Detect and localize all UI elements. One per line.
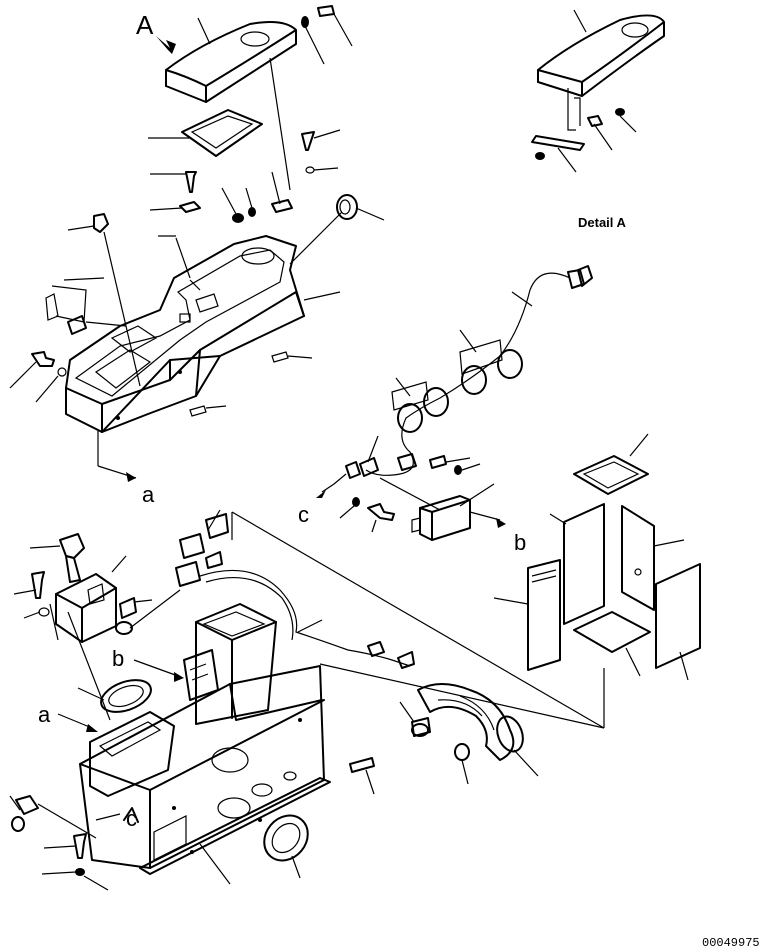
lower-console-body: [79, 603, 331, 885]
lower-left-hardware: [9, 795, 109, 891]
ref-c-mid-label: c: [298, 502, 309, 527]
cup-holder-ring: [289, 194, 385, 265]
view-a-indicator: A: [136, 10, 176, 54]
ref-labels-lower: b a c: [38, 646, 184, 831]
upper-console-caps: [9, 213, 313, 417]
armrest-top-cover: [165, 17, 297, 191]
view-a-label: A: [136, 10, 154, 40]
drawing-number: 00049975: [702, 936, 760, 950]
ref-a-upper-label: a: [142, 482, 155, 507]
detail-a: Detail A: [531, 9, 665, 230]
detail-a-caption: Detail A: [578, 215, 627, 230]
assembly-lines: [231, 511, 605, 729]
duct-hose: [399, 683, 539, 785]
ref-c-lower-label: c: [126, 806, 137, 831]
upper-console-body: [65, 235, 341, 433]
ref-b-mid-label: b: [514, 530, 526, 555]
lower-stud: [349, 757, 375, 795]
cover-gasket-plate: [148, 109, 263, 157]
panel-set: [493, 433, 701, 728]
grommets: [77, 679, 309, 879]
wiring-harness-upper: c: [298, 265, 593, 533]
cover-bolt-and-washer: [301, 5, 353, 65]
wiring-harness-lower: [175, 509, 415, 669]
control-box: b: [411, 483, 526, 555]
shift-lever-assembly: [13, 533, 181, 721]
view-arrow-icon: [156, 36, 176, 54]
upper-bolts: [149, 129, 341, 237]
ref-a-upper: a: [97, 430, 155, 507]
ref-a-lower-label: a: [38, 702, 51, 727]
ref-b-lower-label: b: [112, 646, 124, 671]
